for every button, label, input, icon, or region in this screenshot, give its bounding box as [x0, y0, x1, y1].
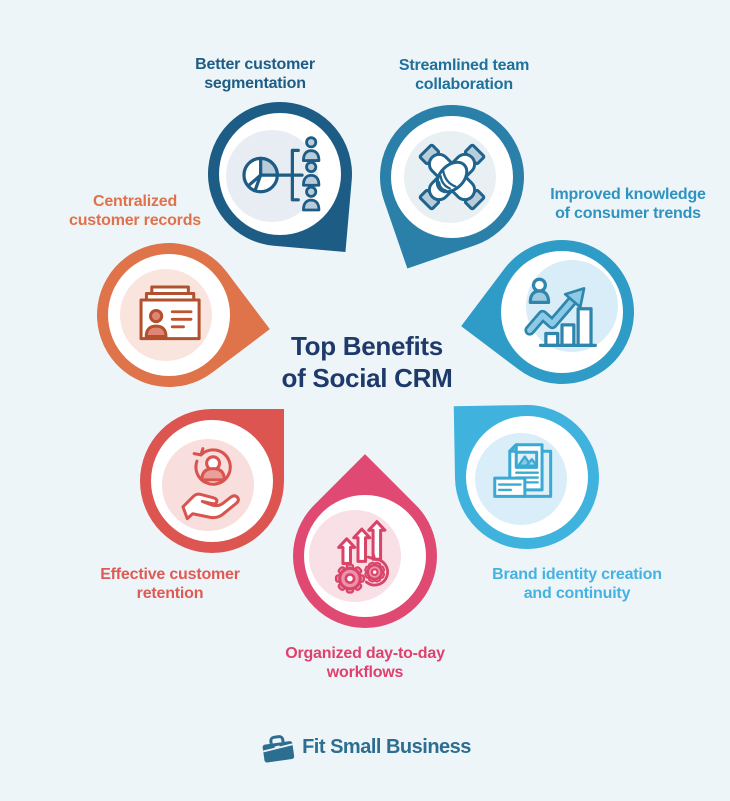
label-line: Organized day-to-day: [285, 645, 445, 662]
briefcase-icon: [262, 735, 295, 763]
label-line: Centralized: [92, 193, 178, 210]
label-effective-customer-retention: Effective customer retention: [60, 565, 280, 603]
node-better-customer-segmentation: [201, 95, 359, 253]
label-streamlined-team-collaboration: Streamlined team collaboration: [354, 56, 574, 94]
node-organized-workflows: [263, 454, 467, 658]
label-line: Improved knowledge: [550, 186, 706, 203]
label-line: Streamlined team: [398, 57, 530, 74]
growth-chart-icon: [524, 277, 597, 347]
label-line: of consumer trends: [555, 205, 701, 223]
label-centralized-customer-records: Centralized customer records: [35, 192, 235, 230]
node-inner-circle: [391, 116, 513, 238]
label-improved-knowledge-of-consumer-trends: Improved knowledge of consumer trends: [528, 185, 728, 223]
label-line: collaboration: [415, 76, 513, 94]
label-line: customer records: [69, 212, 201, 230]
node-inner-circle: [466, 416, 588, 538]
label-line: and continuity: [523, 585, 631, 603]
label-line: Effective customer: [100, 566, 240, 583]
label-line: workflows: [326, 664, 404, 682]
node-centralized-customer-records: [68, 214, 270, 416]
page-title: Top Benefits of Social CRM: [227, 331, 507, 394]
label-line: Brand identity creation: [492, 566, 662, 583]
title-line: of Social CRM: [281, 362, 453, 393]
brand-name: Fit Small Business: [302, 735, 471, 758]
label-line: Better customer: [195, 56, 315, 73]
team-hands-icon: [418, 143, 486, 211]
label-brand-identity-creation: Brand identity creation and continuity: [462, 565, 692, 603]
label-better-customer-segmentation: Better customer segmentation: [145, 55, 365, 93]
title-line: Top Benefits: [291, 331, 443, 361]
node-streamlined-team-collaboration: [360, 85, 544, 269]
brand-documents-icon: [493, 443, 553, 498]
node-inner-circle: [108, 254, 230, 376]
customer-records-icon: [139, 285, 201, 341]
node-inner-circle: [219, 113, 341, 235]
node-effective-customer-retention: [140, 409, 284, 553]
node-inner-circle: [501, 251, 623, 373]
node-inner-circle: [304, 495, 426, 617]
pie-chart-audience-icon: [242, 136, 321, 212]
gears-arrows-icon: [334, 520, 389, 594]
node-brand-identity-creation: [453, 403, 601, 551]
label-organized-workflows: Organized day-to-day workflows: [250, 644, 480, 682]
label-line: segmentation: [204, 75, 306, 93]
node-improved-knowledge-of-consumer-trends: [461, 211, 663, 413]
node-inner-circle: [151, 420, 273, 542]
brand-logo: Fit Small Business: [0, 731, 730, 763]
retention-hand-icon: [181, 447, 240, 521]
label-line: retention: [136, 585, 204, 603]
